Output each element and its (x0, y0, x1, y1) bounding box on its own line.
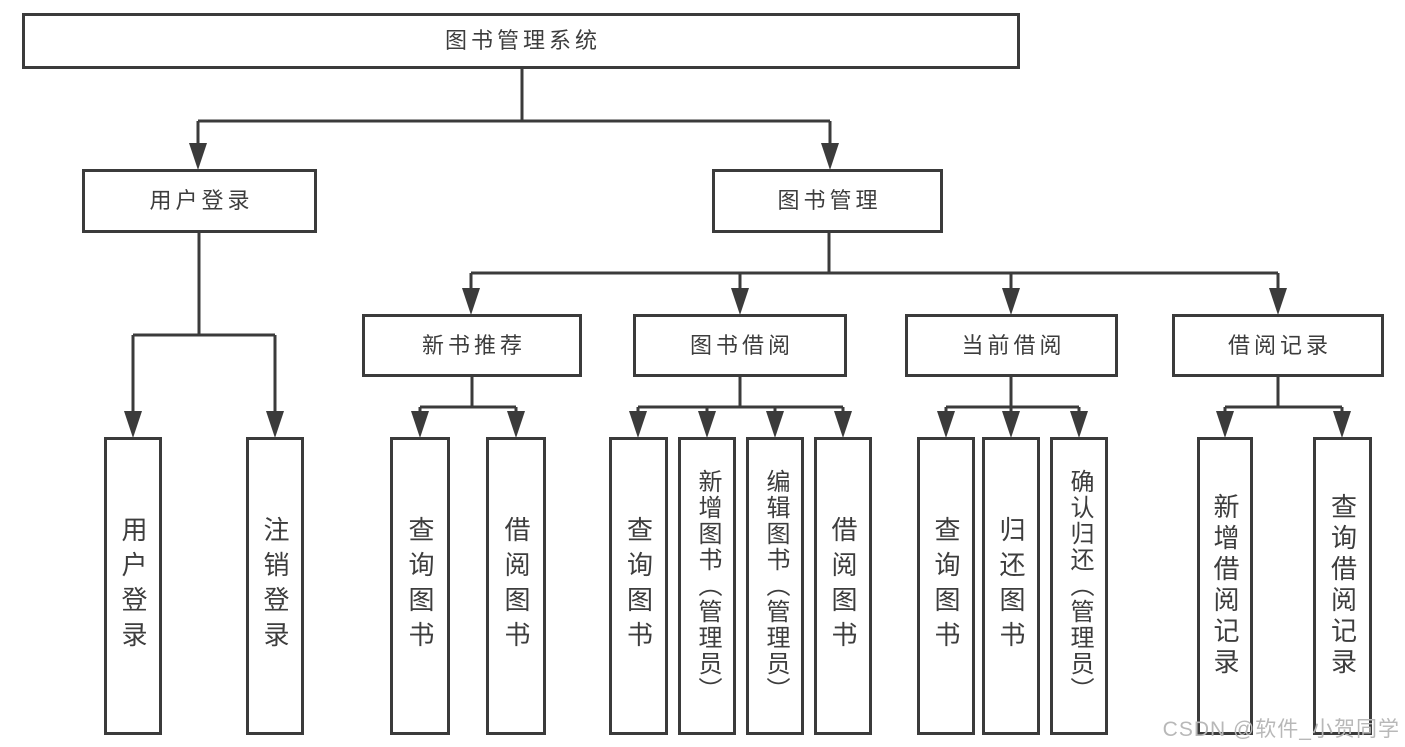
node-current-borrow: 当前借阅 (905, 314, 1118, 377)
arrow-head-icon (834, 411, 852, 438)
arrow-head-icon (1002, 411, 1020, 438)
arrow-head-icon (189, 143, 207, 170)
arrow-head-icon (1333, 411, 1351, 438)
arrow-head-icon (766, 411, 784, 438)
leaf-confirm-return-admin: 确认归还（管理员） (1050, 437, 1108, 735)
node-user-login: 用户登录 (82, 169, 317, 233)
arrow-head-icon (698, 411, 716, 438)
arrow-head-icon (1070, 411, 1088, 438)
arrow-head-icon (124, 411, 142, 438)
leaf-borrow-book-2: 借阅图书 (814, 437, 872, 735)
node-new-book-recommend: 新书推荐 (362, 314, 582, 377)
leaf-add-book-admin: 新增图书（管理员） (678, 437, 736, 735)
leaf-user-login: 用户登录 (104, 437, 162, 735)
arrow-head-icon (507, 411, 525, 438)
leaf-query-book-3: 查询图书 (917, 437, 975, 735)
arrow-head-icon (1269, 288, 1287, 315)
arrow-head-icon (629, 411, 647, 438)
leaf-add-borrow-record: 新增借阅记录 (1197, 437, 1253, 735)
arrow-head-icon (266, 411, 284, 438)
arrow-head-icon (1216, 411, 1234, 438)
leaf-query-borrow-record: 查询借阅记录 (1313, 437, 1372, 735)
node-root-system: 图书管理系统 (22, 13, 1020, 69)
arrow-head-icon (411, 411, 429, 438)
leaf-return-book: 归还图书 (982, 437, 1040, 735)
arrow-head-icon (937, 411, 955, 438)
node-borrow-record: 借阅记录 (1172, 314, 1384, 377)
leaf-logout: 注销登录 (246, 437, 304, 735)
leaf-edit-book-admin: 编辑图书（管理员） (746, 437, 804, 735)
leaf-borrow-book-1: 借阅图书 (486, 437, 546, 735)
csdn-watermark: CSDN @软件_小贺同学 (1162, 718, 1400, 741)
arrow-head-icon (1002, 288, 1020, 315)
arrow-head-icon (731, 288, 749, 315)
arrow-head-icon (462, 288, 480, 315)
node-book-management: 图书管理 (712, 169, 943, 233)
node-book-borrow: 图书借阅 (633, 314, 847, 377)
arrow-head-icon (821, 143, 839, 170)
leaf-query-book-2: 查询图书 (609, 437, 668, 735)
leaf-query-book-1: 查询图书 (390, 437, 450, 735)
